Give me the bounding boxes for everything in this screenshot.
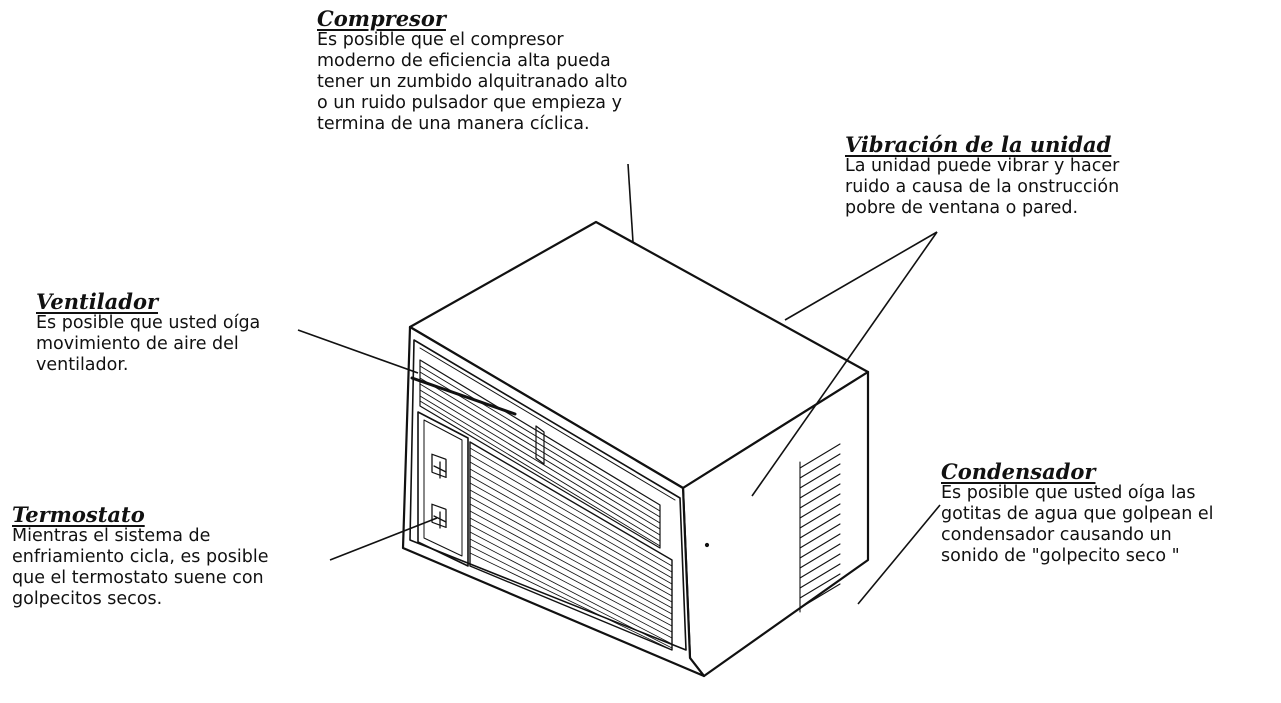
leader-vibracion-side <box>751 231 938 497</box>
callout-title: Ventilador <box>36 289 159 314</box>
leader-compresor <box>627 163 634 243</box>
callout-text-line: que el termostato suene con <box>12 568 264 588</box>
callout-text-line: tener un zumbido alquitranado alto <box>317 72 628 92</box>
callout-title: Termostato <box>12 502 145 527</box>
control-knobs <box>431 453 447 529</box>
unit-front-face <box>401 325 706 678</box>
callout-vibracion: Vibración de la unidad La unidad puede v… <box>845 134 1119 219</box>
callout-text-line: enfriamiento cicla, es posible <box>12 547 269 567</box>
callout-text-line: moderno de eficiencia alta pueda <box>317 51 611 71</box>
callout-text-line: gotitas de agua que golpean el <box>941 504 1214 524</box>
callout-title: Vibración de la unidad <box>845 132 1112 157</box>
callout-text-line: pobre de ventana o pared. <box>845 198 1079 218</box>
control-panel <box>417 411 469 567</box>
callout-title: Compresor <box>317 6 446 31</box>
callout-text-line: Es posible que usted oíga <box>36 313 261 333</box>
callout-condensador: Condensador Es posible que usted oíga la… <box>941 461 1214 567</box>
callout-text-line: La unidad puede vibrar y hacer <box>845 156 1120 176</box>
leader-vibracion-top <box>784 231 938 321</box>
callout-text-line: Mientras el sistema de <box>12 526 211 546</box>
callout-termostato: Termostato Mientras el sistema de enfria… <box>12 504 269 610</box>
callout-text-line: ruido a causa de la onstrucción <box>845 177 1120 197</box>
front-bezel <box>409 339 687 651</box>
leader-ventilador <box>297 329 419 374</box>
callout-text-line: sonido de "golpecito seco " <box>941 546 1180 566</box>
callout-compresor: Compresor Es posible que el compresor mo… <box>317 8 627 135</box>
leader-termostato <box>329 517 438 561</box>
callout-text-line: o un ruido pulsador que empieza y <box>317 93 622 113</box>
callout-ventilador: Ventilador Es posible que usted oíga mov… <box>36 291 260 376</box>
top-louver <box>419 359 661 549</box>
leader-condensador <box>857 504 941 605</box>
callout-text-line: Es posible que usted oíga las <box>941 483 1196 503</box>
callout-text-line: termina de una manera cíclica. <box>317 114 590 134</box>
callout-title: Condensador <box>941 459 1096 484</box>
callout-text-line: ventilador. <box>36 355 129 375</box>
side-vent <box>799 443 841 613</box>
callout-text-line: Es posible que el compresor <box>317 30 564 50</box>
callout-text-line: golpecitos secos. <box>12 589 163 609</box>
callout-text-line: condensador causando un <box>941 525 1172 545</box>
callout-text-line: movimiento de aire del <box>36 334 239 354</box>
